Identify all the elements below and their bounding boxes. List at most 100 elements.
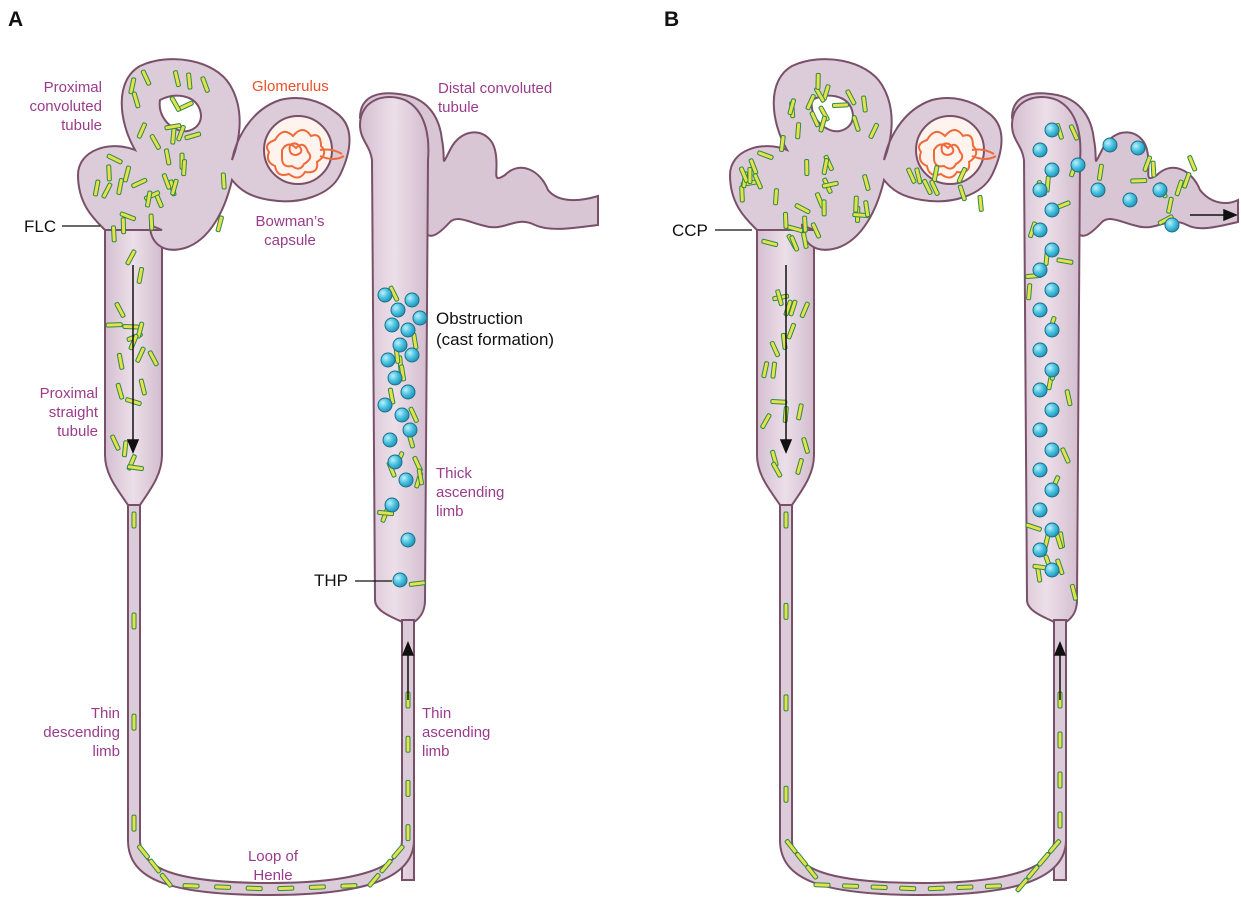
thp-particle [401, 385, 415, 399]
label-bowmans-capsule: Bowman’s capsule [250, 212, 330, 250]
flc-rod-loop [1058, 772, 1062, 788]
thick-ascending-limb [360, 97, 428, 880]
thp-particle [405, 293, 419, 307]
flc-rod-pct [978, 195, 984, 211]
flc-rod-pct [805, 159, 809, 175]
flc-rod-loop [215, 885, 231, 890]
flc-rod-pst [123, 324, 139, 329]
ccp-particle [1033, 183, 1047, 197]
flc-rod-pct [816, 73, 820, 89]
flc-rod-loop [985, 884, 1001, 889]
thp-particle [391, 303, 405, 317]
flc-rod-loop [406, 736, 410, 752]
flow-arrows-a [128, 265, 413, 700]
flc-rod-loop [406, 780, 410, 796]
label-proximal-straight-tubule: Proximal straight tubule [10, 384, 98, 441]
label-distal-convoluted-tubule: Distal convoluted tubule [438, 79, 552, 117]
flc-rod-loop [928, 886, 944, 891]
flc-rod-loop [132, 714, 136, 730]
thp-particle [378, 398, 392, 412]
loop-of-henle-b [780, 500, 1066, 895]
ccp-particle [1033, 423, 1047, 437]
thp-particle [388, 371, 402, 385]
label-obstruction: Obstruction (cast formation) [436, 308, 554, 350]
flc-rod-pct [107, 165, 112, 181]
ccp-particle [1103, 138, 1117, 152]
panel-letter-b: B [664, 8, 679, 32]
flc-rod-pct [802, 216, 807, 232]
flc-rod-pct [796, 123, 801, 139]
thp-particle [401, 533, 415, 547]
flc-rod-loop [132, 613, 136, 629]
thp-particle [399, 473, 413, 487]
thp-particle [395, 408, 409, 422]
flc-rod-dct [1151, 161, 1156, 177]
flc-rod-tal [1027, 284, 1032, 300]
ccp-particle [1033, 383, 1047, 397]
thp-particle [383, 433, 397, 447]
label-flc: FLC [24, 216, 56, 237]
ccp-particle [1123, 193, 1137, 207]
flc-rod-loop [784, 786, 788, 802]
ccp-particle [1033, 143, 1047, 157]
ccp-particle [1091, 183, 1105, 197]
flc-rod-loop [132, 815, 136, 831]
ccp-particle [1033, 263, 1047, 277]
flc-rod-pst [771, 399, 787, 404]
thp-particle [393, 338, 407, 352]
flc-rod-pct [111, 226, 116, 242]
ccp-particle [1045, 323, 1059, 337]
flc-rod-dct [1187, 155, 1197, 171]
flc-rod-pct [832, 103, 848, 108]
label-ccp: CCP [672, 220, 708, 241]
ccp-particle [1033, 503, 1047, 517]
ccp-particle [1045, 443, 1059, 457]
ccp-particle [1045, 563, 1059, 577]
flc-rod-pct [822, 200, 826, 216]
ccp-particle [1033, 463, 1047, 477]
label-thin-descending-limb: Thin descending limb [10, 704, 120, 761]
flc-rod-loop [842, 884, 858, 889]
flc-rod-loop [871, 885, 887, 890]
ccp-particle [1071, 158, 1085, 172]
flc-rod-loop [1058, 732, 1062, 748]
thp-particle [378, 288, 392, 302]
flc-rod-loop [784, 603, 788, 619]
label-thick-ascending-limb: Thick ascending limb [436, 464, 504, 521]
panel-b-nephron [715, 59, 1238, 895]
flc-rod-loop [1058, 812, 1062, 828]
flc-rod-loop [957, 885, 973, 890]
flc-rod-pct [773, 189, 778, 205]
loop-of-henle [128, 500, 414, 895]
ccp-particle [1165, 218, 1179, 232]
thp-particle [393, 573, 407, 587]
ccp-particle [1045, 203, 1059, 217]
panel-letter-a: A [8, 8, 23, 32]
thp-particle [388, 455, 402, 469]
flc-rod-loop [814, 883, 830, 888]
ccp-particle [1045, 163, 1059, 177]
flc-rod-pct [121, 218, 125, 234]
label-thp: THP [314, 570, 348, 591]
flc-rod-pct [854, 196, 859, 212]
label-proximal-convoluted-tubule: Proximal convoluted tubule [10, 78, 102, 135]
thp-particle [405, 348, 419, 362]
flc-rod-loop [784, 695, 788, 711]
label-glomerulus: Glomerulus [252, 77, 329, 96]
ccp-particle [1045, 403, 1059, 417]
label-thin-ascending-limb: Thin ascending limb [422, 704, 490, 761]
flc-rod-loop [900, 886, 916, 891]
flc-rod-pct [221, 173, 226, 189]
ccp-particle [1045, 483, 1059, 497]
flc-rod-loop [132, 512, 136, 528]
flc-rod-pct [783, 212, 788, 228]
thp-particle [385, 498, 399, 512]
flc-rod-loop [246, 886, 262, 891]
label-loop-of-henle: Loop of Henle [238, 847, 308, 885]
ccp-particle [1033, 223, 1047, 237]
flow-arrows-b [781, 210, 1236, 700]
ccp-particle [1045, 123, 1059, 137]
panel-a-nephron [62, 59, 598, 895]
thp-particle [413, 311, 427, 325]
